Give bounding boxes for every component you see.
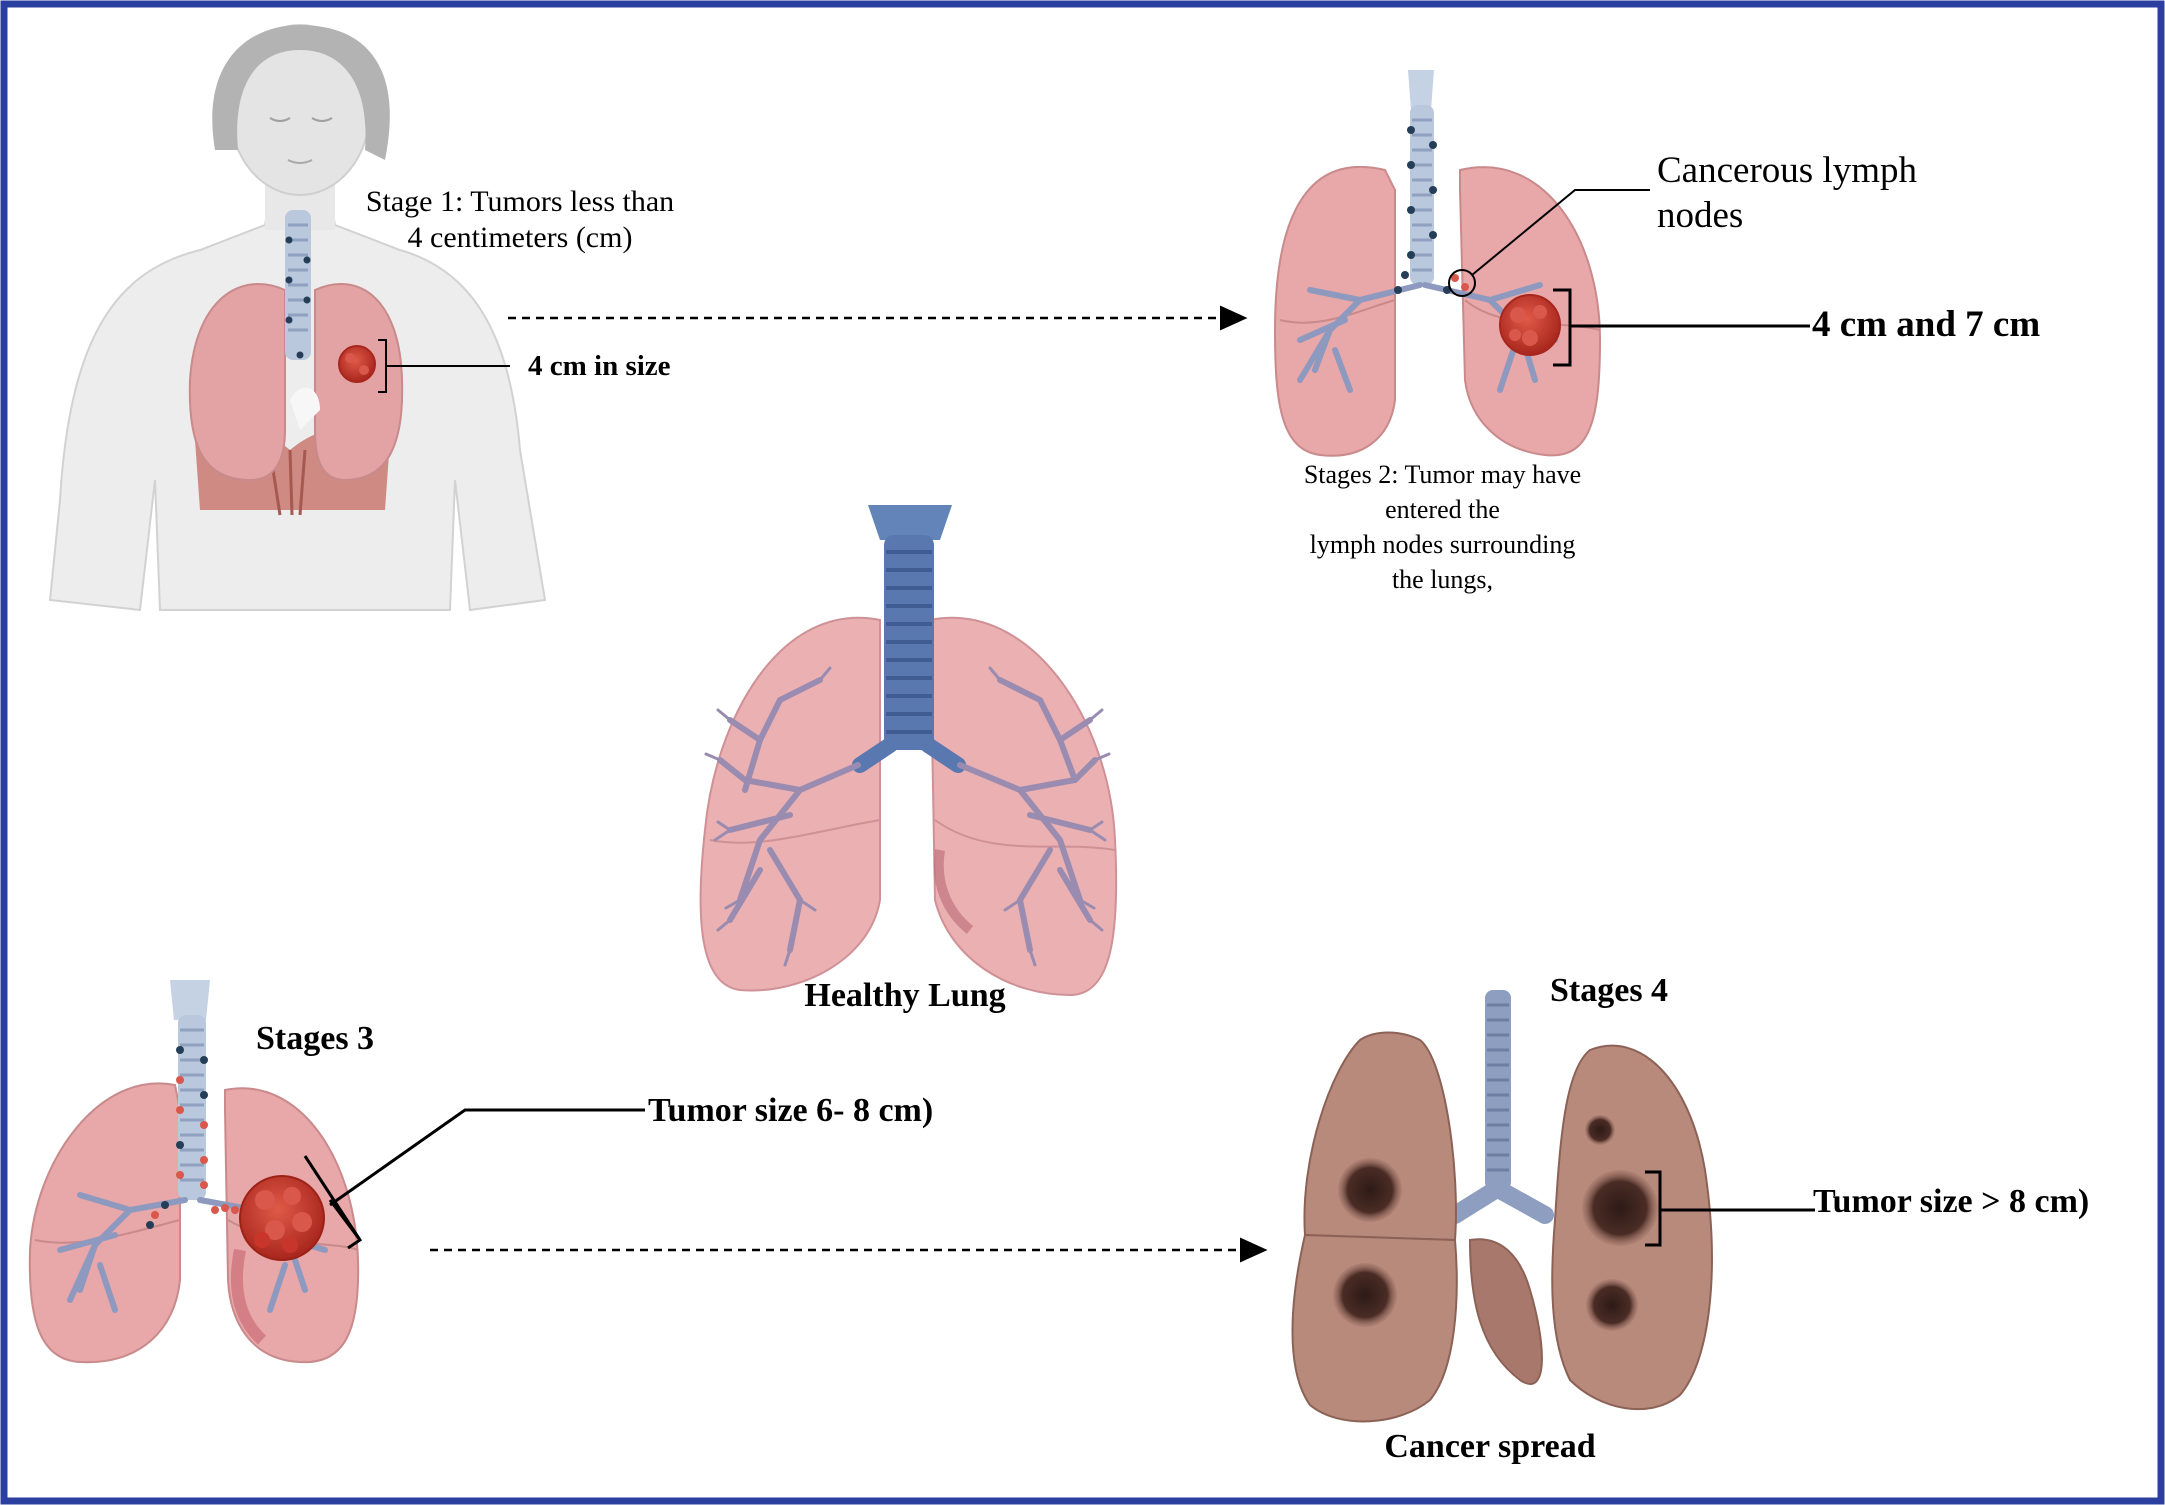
stage2-callout-leader: [1471, 189, 1650, 276]
stage2-size-label: 4 cm and 7 cm: [1812, 304, 2041, 345]
stage4-lungs: [1291, 990, 1713, 1423]
healthy-lung-label: Healthy Lung: [804, 977, 1006, 1014]
stage4-lesion: [1333, 1263, 1397, 1327]
stage3-size-bracket: [303, 1108, 645, 1250]
stage2-lungs: [1273, 70, 1602, 457]
stage3-size-label: Tumor size 6- 8 cm): [648, 1092, 934, 1129]
stage4-title: Stages 4: [1550, 972, 1669, 1009]
stage4-caption: Cancer spread: [1384, 1428, 1596, 1465]
stage2-caption-line2: entered the: [1385, 495, 1500, 524]
stage2-caption-line4: the lungs,: [1391, 565, 1494, 594]
stage2-caption-line1: Stages 2: Tumor may have: [1303, 460, 1582, 489]
stage1-caption-line1: Stage 1: Tumors less than: [365, 185, 675, 218]
stage3-title: Stages 3: [256, 1020, 375, 1057]
stage4-lesion: [1338, 1158, 1402, 1222]
stage2-caption-line3: lymph nodes surrounding: [1309, 530, 1576, 559]
stage1-tumor: [338, 345, 376, 383]
stage3-lungs: [28, 980, 360, 1364]
healthy-lung: [699, 505, 1118, 997]
stage4-lesion: [1585, 1115, 1615, 1145]
stage2-callout-line2: nodes: [1657, 195, 1744, 236]
stage2-size-bracket: [1553, 288, 1810, 367]
stage3-tumor: [239, 1175, 325, 1261]
stage2-callout-label: Cancerous lymph nodes: [1657, 148, 1917, 238]
stage2-callout-line1: Cancerous lymph: [1657, 150, 1917, 191]
stage1-size-label: 4 cm in size: [528, 350, 671, 382]
stage1-caption-line2: 4 centimeters (cm): [407, 221, 633, 254]
stage4-lesion: [1586, 1279, 1638, 1331]
stage2-lymph-callout-circle: [1448, 269, 1476, 297]
stage1-figure: [48, 24, 547, 612]
stage2-caption: Stages 2: Tumor may have entered the lym…: [1270, 457, 1615, 597]
stage4-lesion: [1582, 1170, 1658, 1246]
stage4-size-bracket: [1645, 1170, 1815, 1247]
stage4-size-label: Tumor size > 8 cm): [1813, 1183, 2090, 1220]
stage1-size-bracket: [378, 339, 510, 393]
stage1-caption: Stage 1: Tumors less than 4 centimeters …: [355, 184, 685, 256]
